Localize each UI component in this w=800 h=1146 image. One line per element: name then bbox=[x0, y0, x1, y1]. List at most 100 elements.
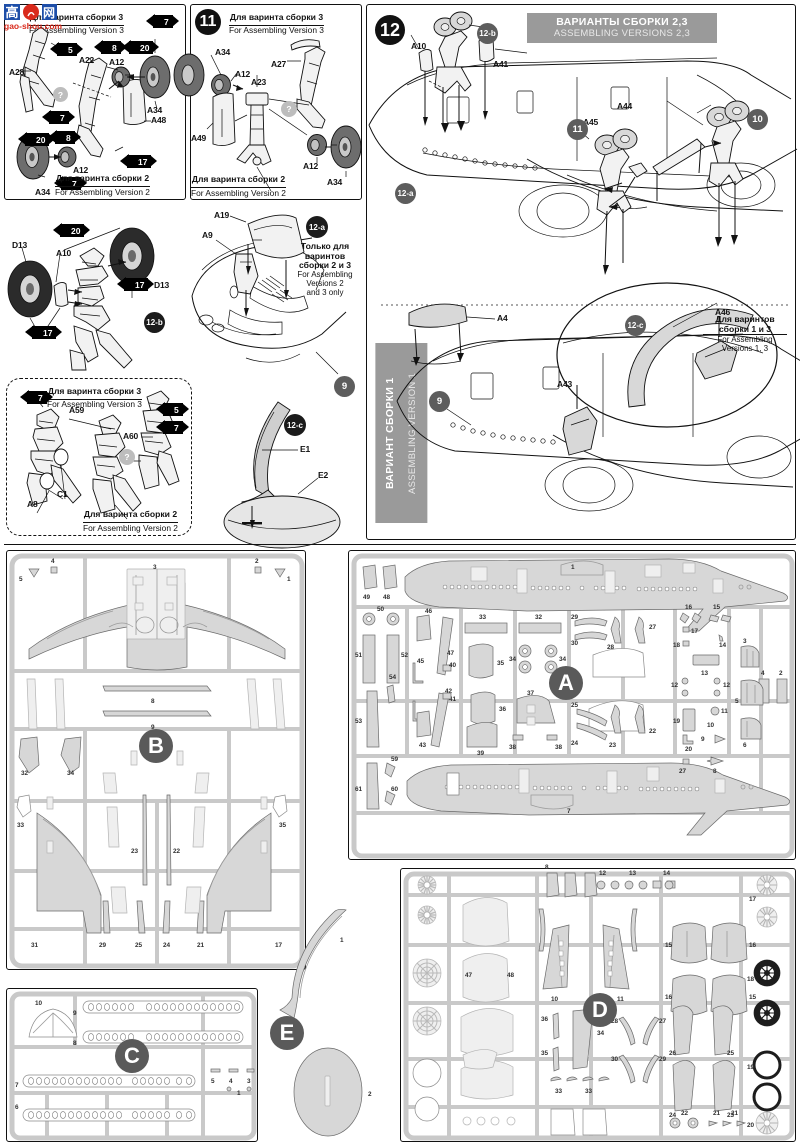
svg-text:9: 9 bbox=[151, 724, 155, 731]
svg-text:40: 40 bbox=[449, 662, 457, 669]
svg-text:34: 34 bbox=[509, 656, 517, 663]
sprue-frame-d: 47 48 8 10 bbox=[400, 864, 796, 1142]
svg-text:6: 6 bbox=[15, 1104, 19, 1111]
svg-text:34: 34 bbox=[559, 656, 567, 663]
svg-text:35: 35 bbox=[279, 822, 287, 829]
svg-text:60: 60 bbox=[391, 786, 399, 793]
svg-text:21: 21 bbox=[731, 1110, 739, 1117]
svg-text:17: 17 bbox=[275, 942, 283, 949]
sprue-frame-b: 5 4 3 2 1 8 9 32 34 33 35 bbox=[6, 550, 306, 970]
cap-23only-en2: Versions 2 bbox=[306, 278, 344, 288]
svg-text:12: 12 bbox=[599, 870, 607, 877]
svg-text:29: 29 bbox=[571, 614, 579, 621]
svg-text:15: 15 bbox=[713, 604, 721, 611]
part-label-a10-12b: A10 bbox=[56, 248, 71, 258]
part-label-a27: A27 bbox=[271, 59, 286, 69]
svg-text:22: 22 bbox=[681, 1110, 689, 1117]
svg-text:37: 37 bbox=[527, 690, 535, 697]
svg-text:13: 13 bbox=[701, 670, 709, 677]
caption-versions-1-3: Для варинтов сборки 1 и 3 For Assembling… bbox=[703, 314, 787, 354]
svg-text:16: 16 bbox=[665, 994, 673, 1001]
svg-text:2: 2 bbox=[368, 1091, 372, 1098]
svg-text:53: 53 bbox=[355, 718, 363, 725]
caption-version2-b: Для варинта сборки 2 For Assembling Vers… bbox=[191, 174, 286, 198]
svg-text:2: 2 bbox=[779, 670, 783, 677]
svg-text:33: 33 bbox=[17, 822, 25, 829]
part-label-a34-11r: A34 bbox=[327, 177, 342, 187]
flag-tag-7-top: 7 bbox=[146, 14, 179, 28]
svg-text:3: 3 bbox=[743, 638, 747, 645]
svg-text:11: 11 bbox=[721, 708, 728, 715]
flag-tag-17-12b-l: 17 bbox=[24, 325, 64, 339]
svg-text:31: 31 bbox=[31, 942, 39, 949]
part-label-a45: A45 bbox=[583, 117, 598, 127]
part-label-a19: A19 bbox=[214, 210, 229, 220]
part-label-e1: E1 bbox=[300, 444, 310, 454]
svg-text:5: 5 bbox=[19, 576, 23, 583]
question-marker-tl: ? bbox=[53, 87, 68, 102]
svg-text:38: 38 bbox=[555, 744, 563, 751]
part-label-a12-11r: A12 bbox=[303, 161, 318, 171]
sub-marker-10-12: 10 bbox=[747, 109, 768, 130]
svg-text:21: 21 bbox=[197, 942, 205, 949]
svg-text:39: 39 bbox=[477, 750, 485, 757]
svg-text:51: 51 bbox=[355, 652, 363, 659]
caption-versions13-en2: Versions 1, 3 bbox=[721, 343, 769, 353]
svg-text:41: 41 bbox=[449, 696, 457, 703]
part-label-e2: E2 bbox=[318, 470, 328, 480]
svg-text:36: 36 bbox=[499, 706, 507, 713]
svg-text:24: 24 bbox=[163, 942, 171, 949]
svg-text:43: 43 bbox=[419, 742, 427, 749]
svg-text:5: 5 bbox=[735, 698, 739, 705]
section-divider bbox=[4, 544, 796, 545]
svg-text:24: 24 bbox=[571, 740, 579, 747]
flag-tag-5: 5 bbox=[50, 42, 83, 56]
svg-text:13: 13 bbox=[629, 870, 637, 877]
svg-text:21: 21 bbox=[713, 1110, 721, 1117]
part-label-a22: A22 bbox=[79, 55, 94, 65]
svg-text:33: 33 bbox=[555, 1088, 563, 1095]
svg-text:3: 3 bbox=[247, 1078, 251, 1085]
svg-text:47: 47 bbox=[465, 972, 473, 979]
svg-text:23: 23 bbox=[131, 848, 139, 855]
part-label-a41: A41 bbox=[493, 59, 508, 69]
svg-text:15: 15 bbox=[665, 942, 673, 949]
svg-text:61: 61 bbox=[355, 786, 363, 793]
svg-text:3: 3 bbox=[153, 564, 157, 571]
svg-text:20: 20 bbox=[685, 746, 693, 753]
sub-marker-12b: 12-b bbox=[144, 312, 165, 333]
sprue-letter-a: A bbox=[549, 666, 583, 700]
svg-text:4: 4 bbox=[229, 1078, 233, 1085]
svg-text:12: 12 bbox=[671, 682, 679, 689]
sprue-frame-c: 10 9 bbox=[6, 988, 258, 1142]
part-label-a4: A4 bbox=[497, 313, 508, 323]
step-badge-11: 11 bbox=[195, 9, 221, 35]
flag-tag-7-bl-right: 7 bbox=[156, 420, 189, 434]
part-label-a34-top: A34 bbox=[147, 105, 162, 115]
caption-version2-c: Для варинта сборки 2 For Assembling Vers… bbox=[83, 509, 178, 533]
svg-text:50: 50 bbox=[377, 606, 385, 613]
sprue-letter-c: C bbox=[115, 1039, 149, 1073]
sub-marker-9-12: 9 bbox=[429, 391, 450, 412]
cap-23only-en1: For Assembling bbox=[297, 269, 353, 279]
svg-text:1: 1 bbox=[340, 937, 344, 944]
flag-tag-20-top: 20 bbox=[121, 40, 161, 54]
svg-text:22: 22 bbox=[173, 848, 181, 855]
svg-text:8: 8 bbox=[713, 768, 717, 775]
svg-text:4: 4 bbox=[51, 558, 55, 565]
part-label-a34-11: A34 bbox=[215, 47, 230, 57]
cap-23only-en3: and 3 only bbox=[306, 287, 344, 297]
flag-tag-8-bottom: 8 bbox=[48, 130, 81, 144]
part-label-a10-12: A10 bbox=[411, 41, 426, 51]
svg-text:9: 9 bbox=[701, 736, 705, 743]
svg-text:54: 54 bbox=[389, 674, 397, 681]
sprue-letter-b: B bbox=[139, 729, 173, 763]
svg-text:45: 45 bbox=[417, 658, 425, 665]
svg-text:4: 4 bbox=[761, 670, 765, 677]
sub-marker-12a-12: 12-a bbox=[395, 183, 416, 204]
part-label-a12-11l: A12 bbox=[235, 69, 250, 79]
svg-text:33: 33 bbox=[479, 614, 487, 621]
svg-text:30: 30 bbox=[571, 640, 579, 647]
svg-text:34: 34 bbox=[67, 770, 75, 777]
svg-text:8: 8 bbox=[545, 864, 549, 871]
